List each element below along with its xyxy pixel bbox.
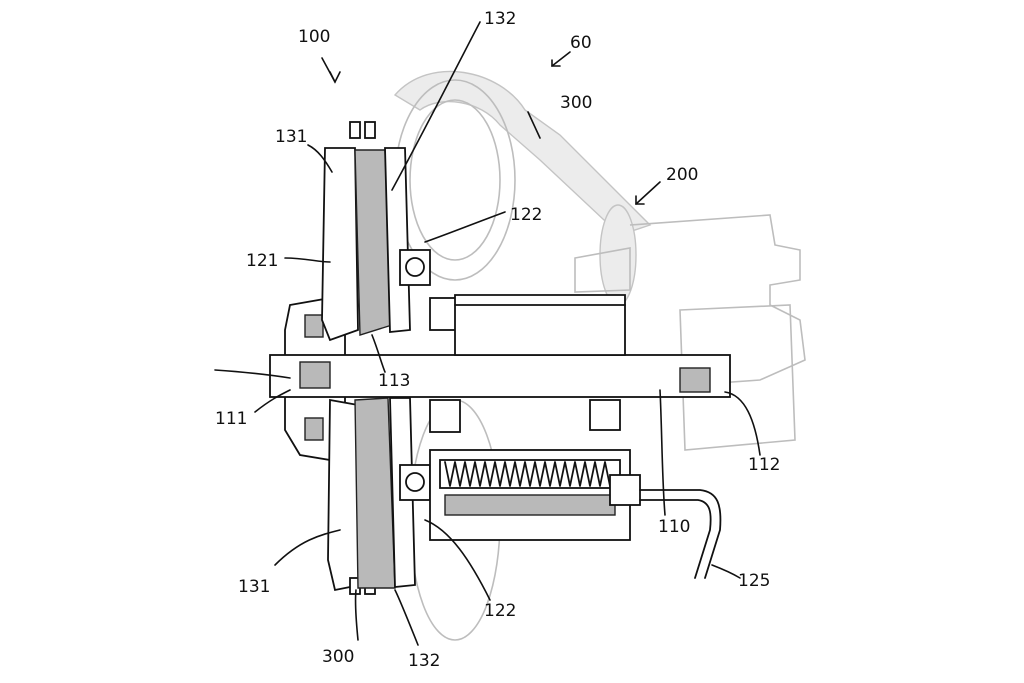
label-122-bottom: 122 <box>484 601 516 621</box>
leader-lines <box>214 21 761 646</box>
label-110: 110 <box>658 517 690 537</box>
label-300-top: 300 <box>560 93 592 113</box>
label-113: 113 <box>378 371 410 391</box>
label-122-top: 122 <box>510 205 542 225</box>
label-111: 111 <box>215 409 247 429</box>
label-125: 125 <box>738 571 770 591</box>
label-132-top: 132 <box>484 9 516 29</box>
label-60: 60 <box>570 33 592 53</box>
label-112: 112 <box>748 455 780 475</box>
motor-housing <box>629 214 806 386</box>
plate-131 <box>321 147 359 342</box>
label-200: 200 <box>666 165 698 185</box>
label-131-top: 131 <box>275 127 307 147</box>
label-300-bottom: 300 <box>322 647 354 667</box>
chain-300 <box>393 70 652 236</box>
plate-122 <box>384 147 411 333</box>
label-121: 121 <box>246 251 278 271</box>
cross-section <box>269 121 731 595</box>
label-100: 100 <box>298 27 330 47</box>
label-131-bottom: 131 <box>238 577 270 597</box>
spring-actuator <box>429 449 722 579</box>
shaft-110 <box>269 354 731 398</box>
label-132-bottom: 132 <box>408 651 440 671</box>
reference-numerals: 100 60 300 200 132 131 121 122 113 111 1… <box>215 9 780 671</box>
